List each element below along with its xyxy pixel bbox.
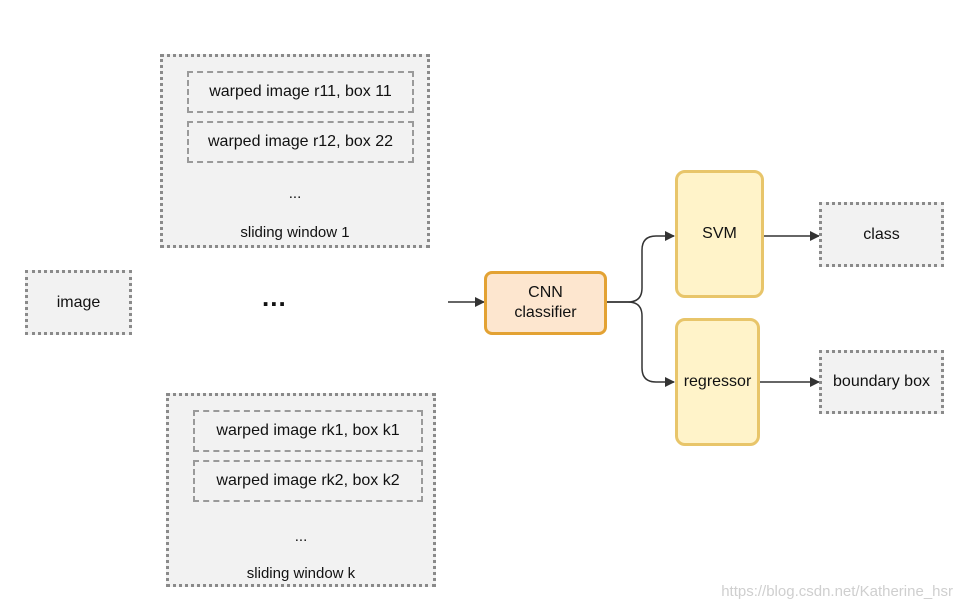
image-node-label: image <box>56 293 101 311</box>
sliding-window-k: warped image rk1, box k1 warped image rk… <box>166 393 436 587</box>
class-output-node: class <box>819 202 944 267</box>
class-output-label: class <box>863 225 900 243</box>
window-1-more: ... <box>288 185 302 202</box>
arrow-cnn-to-svm <box>607 231 675 303</box>
regressor-label: regressor <box>683 373 752 390</box>
window-1-label: sliding window 1 <box>240 224 350 241</box>
warped-image-rk1: warped image rk1, box k1 <box>193 410 423 452</box>
svm-label: SVM <box>702 225 737 242</box>
warped-image-rk2: warped image rk2, box k2 <box>193 460 423 502</box>
regressor-node: regressor <box>675 318 760 446</box>
svm-node: SVM <box>675 170 764 298</box>
sliding-window-1: warped image r11, box 11 warped image r1… <box>160 54 430 248</box>
ellipsis-between-windows: ... <box>262 282 287 312</box>
cnn-classifier-node: CNN classifier <box>484 271 607 335</box>
warped-image-r11: warped image r11, box 11 <box>187 71 414 113</box>
cnn-label-line1: CNN <box>528 284 563 301</box>
window-k-label: sliding window k <box>246 565 356 582</box>
watermark-text: https://blog.csdn.net/Katherine_hsr <box>721 583 953 600</box>
warped-image-r12: warped image r12, box 22 <box>187 121 414 163</box>
window-k-more: ... <box>294 528 308 545</box>
cnn-label-line2: classifier <box>514 304 577 321</box>
arrow-cnn-to-regressor <box>607 301 675 387</box>
boundary-box-output-label: boundary box <box>833 373 930 390</box>
image-node: image <box>25 270 132 335</box>
boundary-box-output-node: boundary box <box>819 350 944 414</box>
